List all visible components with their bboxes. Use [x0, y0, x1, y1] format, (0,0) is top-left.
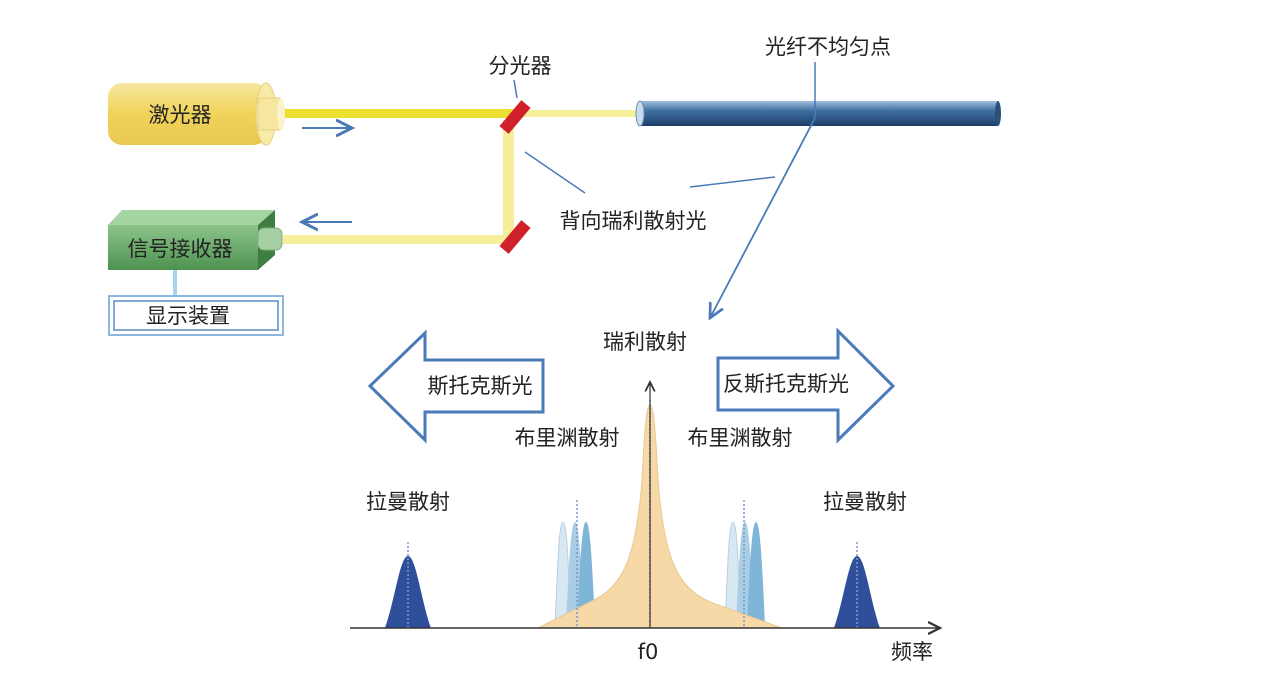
- brillouin-right-label: 布里渊散射: [688, 426, 793, 450]
- brillouin-peaks-left: [554, 521, 595, 626]
- display-label: 显示装置: [146, 304, 230, 328]
- brillouin-left-label: 布里渊散射: [515, 426, 620, 450]
- anti-stokes-arrow-icon: [716, 327, 896, 444]
- rayleigh-label: 瑞利散射: [603, 330, 687, 354]
- anti-stokes-label: 反斯托克斯光: [723, 372, 849, 396]
- scatter-point-arrow-icon: [710, 117, 816, 318]
- brillouin-peaks-right: [724, 521, 765, 626]
- splitter-label: 分光器: [489, 54, 552, 78]
- signal-receiver: 信号接收器: [108, 210, 283, 270]
- beam-splitter-mirror: [499, 100, 531, 134]
- backscatter-label: 背向瑞利散射光: [560, 209, 707, 233]
- backscatter-callout-line-left: [524, 151, 586, 194]
- light-path: [283, 109, 640, 244]
- laser-label: 激光器: [149, 103, 212, 127]
- outgoing-beam: [283, 109, 513, 118]
- return-mirror: [499, 220, 531, 254]
- display-device: 显示装置: [108, 295, 284, 336]
- stokes-arrow-icon: [367, 329, 545, 444]
- splitter-callout-line: [513, 79, 518, 99]
- return-beam: [283, 235, 513, 244]
- stokes-label: 斯托克斯光: [428, 374, 533, 398]
- receiver-label: 信号接收器: [128, 237, 233, 261]
- frequency-axis-label: 频率: [891, 640, 933, 664]
- fiber-input-beam: [520, 110, 640, 117]
- laser: 激光器: [108, 82, 285, 146]
- raman-right-label: 拉曼散射: [823, 490, 907, 514]
- center-frequency-label: f0: [638, 640, 659, 664]
- optical-fiber: [635, 100, 1001, 127]
- return-beam-vertical: [503, 120, 514, 240]
- backscatter-callout-line-right: [689, 176, 776, 188]
- fiber-defect-label: 光纤不均匀点: [765, 35, 891, 59]
- raman-left-label: 拉曼散射: [366, 490, 450, 514]
